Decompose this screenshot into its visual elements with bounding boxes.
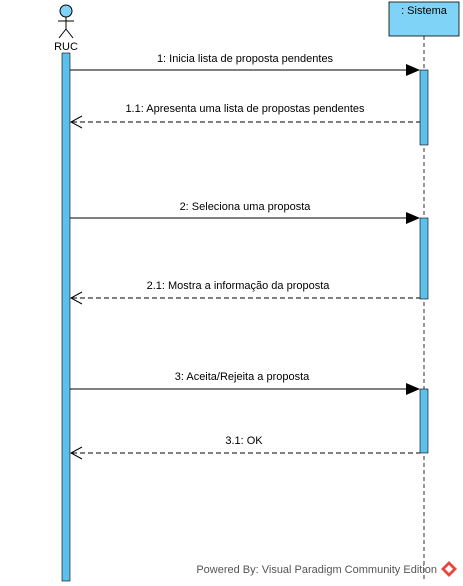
footer-text: Powered By: Visual Paradigm Community Ed… (196, 564, 437, 576)
system-activation-2 (419, 217, 429, 300)
message-2-1[interactable]: 2.1: Mostra a informação da proposta (69, 280, 420, 305)
footer-watermark: Powered By: Visual Paradigm Community Ed… (196, 561, 457, 577)
message-1[interactable]: 1: Inicia lista de proposta pendentes (70, 53, 420, 76)
message-3-1-label: 3.1: OK (225, 435, 263, 447)
actor-activation-bar (61, 52, 71, 582)
message-3-1[interactable]: 3.1: OK (69, 435, 420, 460)
message-3[interactable]: 3: Aceita/Rejeita a proposta (70, 371, 420, 395)
system-activation-3 (419, 388, 429, 454)
message-2-label: 2: Seleciona uma proposta (180, 201, 312, 213)
system-box (388, 1, 460, 37)
message-1-1-label: 1.1: Apresenta uma lista de propostas pe… (125, 103, 365, 115)
actor-name: RUC (54, 41, 78, 53)
message-1-label: 1: Inicia lista de proposta pendentes (157, 53, 334, 65)
system-activation-1 (419, 69, 429, 146)
message-3-label: 3: Aceita/Rejeita a proposta (175, 371, 310, 383)
visual-paradigm-logo-icon (441, 561, 457, 577)
actor-head-icon (59, 4, 73, 18)
message-2[interactable]: 2: Seleciona uma proposta (70, 201, 420, 224)
system-name: : Sistema (401, 5, 448, 17)
message-2-1-label: 2.1: Mostra a informação da proposta (147, 280, 331, 292)
actor-ruc[interactable]: RUC (54, 4, 78, 53)
message-1-1[interactable]: 1.1: Apresenta uma lista de propostas pe… (69, 103, 420, 129)
participant-sistema[interactable]: : Sistema (388, 1, 460, 37)
